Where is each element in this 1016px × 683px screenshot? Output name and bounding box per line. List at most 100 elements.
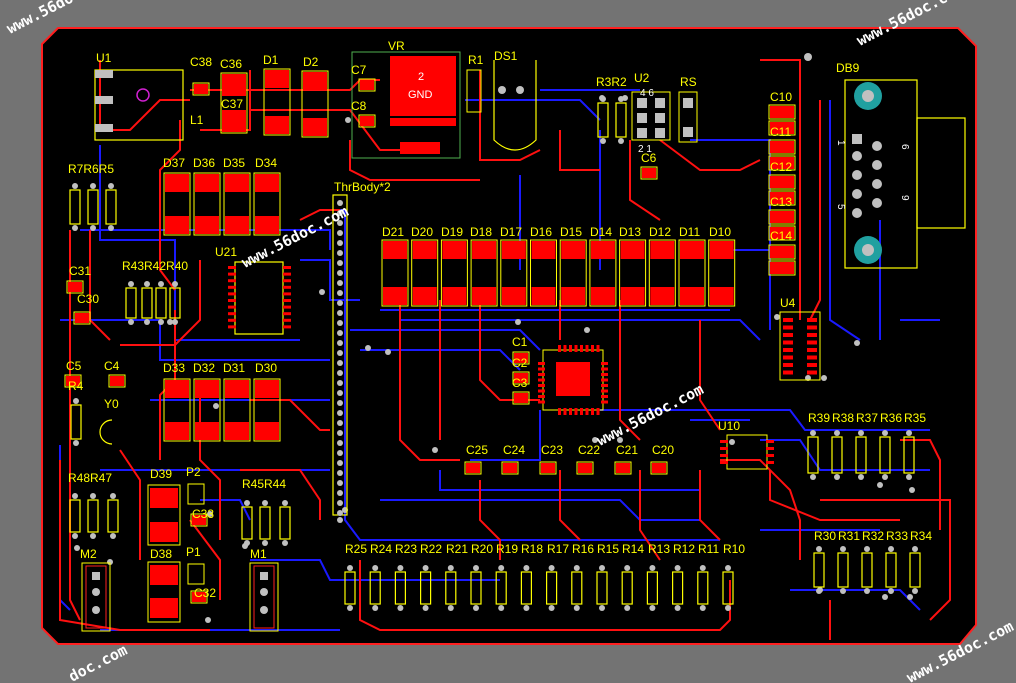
- label-c8: C8: [351, 99, 367, 113]
- label-r31: R31: [838, 529, 860, 543]
- label-d34: D34: [255, 156, 277, 170]
- resistor-outline: [879, 436, 891, 474]
- label-r34: R34: [910, 529, 932, 543]
- label-c3: C3: [512, 376, 528, 390]
- resistor-pad: [244, 540, 250, 546]
- resistor-pad: [624, 605, 631, 611]
- resistor-outline: [697, 571, 709, 605]
- label-r30: R30: [814, 529, 836, 543]
- label-r38: R38: [832, 411, 854, 425]
- label-r36: R36: [880, 411, 902, 425]
- capacitor-pad: [66, 376, 80, 386]
- resistor-pad: [906, 474, 912, 480]
- diode-outline: [263, 68, 291, 136]
- label-r10: R10: [723, 542, 745, 556]
- resistor-outline: [597, 102, 609, 138]
- capacitor-pad: [770, 227, 794, 239]
- resistor-pad: [816, 546, 822, 552]
- label-d31: D31: [223, 361, 245, 375]
- diode-outline: [440, 239, 468, 307]
- capacitor-outline: [464, 461, 482, 475]
- capacitor-pad: [192, 515, 206, 525]
- diode-pad: [531, 241, 556, 259]
- diode-outline: [223, 172, 251, 236]
- capacitor-pad: [75, 313, 89, 323]
- resistor-outline: [445, 571, 457, 605]
- resistor-outline: [107, 499, 119, 533]
- resistor-pad: [912, 588, 918, 594]
- label-p2: P2: [186, 465, 201, 479]
- resistor-pad: [73, 398, 79, 404]
- header-pin: [337, 450, 343, 456]
- resistor-pad: [473, 605, 479, 611]
- label-m1: M1: [250, 547, 267, 561]
- diode-pad: [650, 241, 675, 259]
- capacitor-outline: [192, 82, 210, 96]
- resistor-pad: [72, 493, 78, 499]
- capacitor-outline: [768, 244, 796, 260]
- label-r1: R1: [468, 53, 484, 67]
- diode-pad: [501, 287, 526, 305]
- d39-diode: [147, 484, 181, 546]
- capacitor-pad: [652, 463, 666, 473]
- diode-pad: [255, 174, 279, 192]
- label-y0: Y0: [104, 397, 119, 411]
- resistor-pad: [72, 183, 78, 189]
- diode-outline: [253, 378, 281, 442]
- resistor-outline: [125, 287, 137, 319]
- rs-outline: [678, 91, 698, 143]
- diode-pad: [303, 118, 327, 136]
- header-pin: [337, 280, 343, 286]
- diode-pad: [620, 241, 645, 259]
- diode-outline: [500, 239, 528, 307]
- resistor-pad: [347, 565, 353, 571]
- capacitor-pad: [194, 84, 208, 94]
- diode-pad: [225, 174, 249, 192]
- diode-pad: [501, 241, 526, 259]
- label-rs: RS: [680, 75, 697, 89]
- header-pin: [337, 250, 343, 256]
- resistor-pad: [573, 605, 580, 611]
- diode-pad: [165, 216, 189, 234]
- resistor-outline: [520, 571, 533, 605]
- diode-outline: [253, 172, 281, 236]
- capacitor-pad: [770, 176, 794, 188]
- label-r15: R15: [597, 542, 619, 556]
- p2-outline: [187, 483, 205, 505]
- resistor-outline: [70, 404, 82, 440]
- header-pin: [337, 350, 343, 356]
- label-d18: D18: [470, 225, 492, 239]
- resistor-pad: [282, 540, 288, 546]
- label-r48r47: R48R47: [68, 471, 112, 485]
- resistor-outline: [279, 506, 291, 540]
- header-pin: [337, 480, 343, 486]
- resistor-outline: [420, 571, 432, 605]
- resistor-pad: [624, 565, 631, 571]
- header-pin: [337, 310, 343, 316]
- capacitor-pad: [514, 373, 528, 383]
- header-pin: [337, 230, 343, 236]
- label-r23: R23: [395, 542, 417, 556]
- resistor-pad: [372, 565, 379, 571]
- capacitor-pad: [770, 262, 794, 274]
- diode-pad: [561, 287, 586, 305]
- resistor-pad: [674, 605, 681, 611]
- label-r21: R21: [446, 542, 468, 556]
- resistor-pad: [244, 500, 250, 506]
- resistor-pad: [810, 474, 816, 480]
- label-d37: D37: [163, 156, 185, 170]
- resistor-pad: [548, 565, 555, 571]
- resistor-outline: [831, 436, 843, 474]
- resistor-outline: [903, 436, 915, 474]
- label-c13: C13: [770, 195, 792, 209]
- capacitor-outline: [768, 139, 796, 155]
- diode-outline: [559, 239, 587, 307]
- resistor-pad: [816, 588, 822, 594]
- diode-pad: [195, 174, 219, 192]
- resistor-pad: [372, 605, 379, 611]
- label-u10: U10: [718, 419, 740, 433]
- capacitor-outline: [768, 260, 796, 276]
- diode-outline: [163, 378, 191, 442]
- capacitor-pad: [770, 141, 794, 153]
